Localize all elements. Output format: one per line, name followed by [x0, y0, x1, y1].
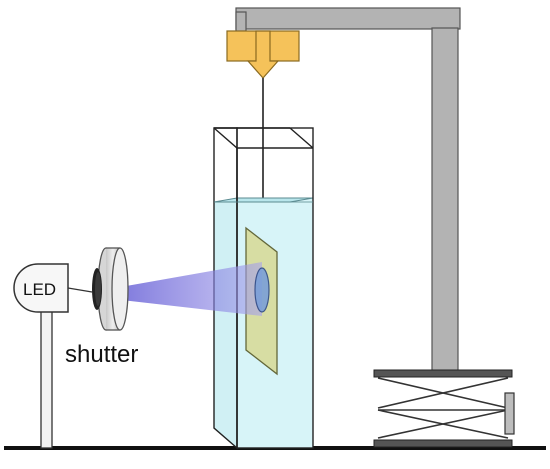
light-beam: [121, 262, 262, 316]
shutter-label: shutter: [65, 341, 138, 368]
shutter: [92, 247, 129, 331]
lab-jack: [373, 369, 515, 448]
support-stand: [235, 7, 461, 374]
sample-clamp: [226, 30, 300, 79]
led-source: [13, 263, 93, 449]
led-label: LED: [23, 280, 56, 299]
beam-spot: [254, 267, 270, 313]
